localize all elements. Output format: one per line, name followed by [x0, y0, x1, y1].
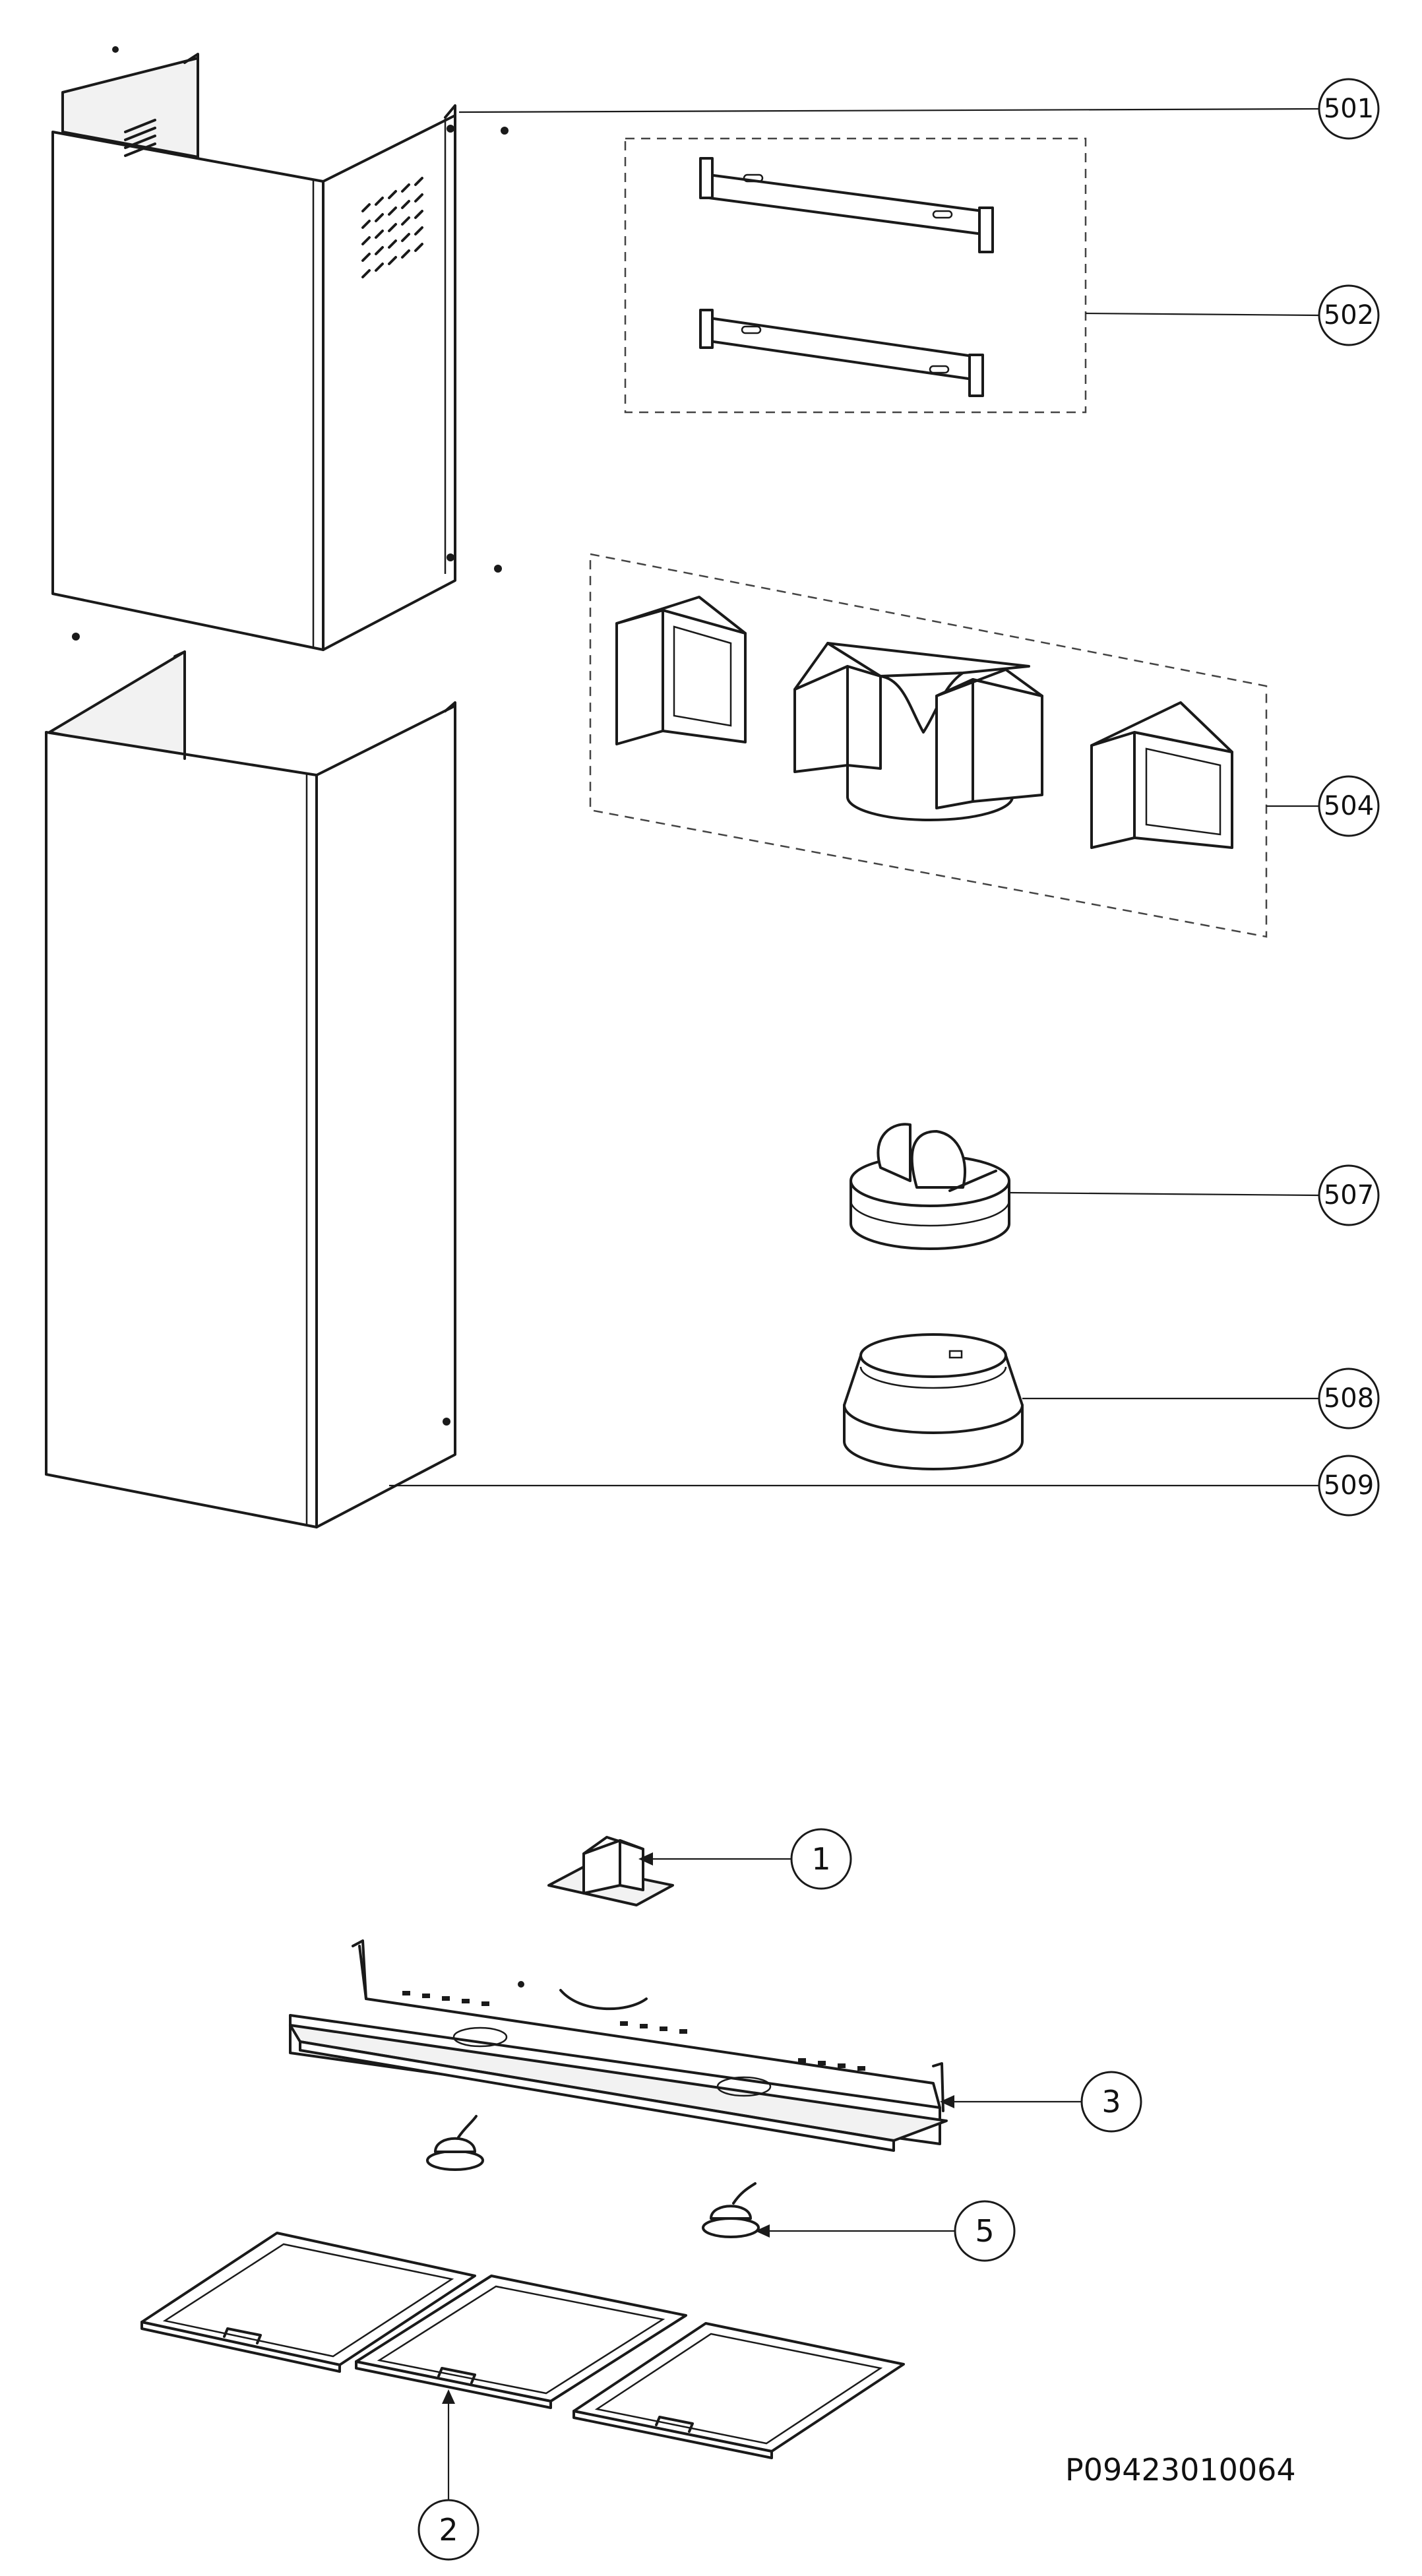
callout-502: 502: [1318, 284, 1380, 346]
callout-2: 2: [417, 2499, 479, 2561]
callout-3: 3: [1080, 2071, 1142, 2133]
svg-text:509: 509: [1324, 1470, 1374, 1501]
svg-text:3: 3: [1101, 2084, 1121, 2120]
callout-509: 509: [1318, 1455, 1380, 1517]
frame-slot-row: [402, 1981, 865, 2071]
part-3-frame-plate: [289, 1939, 948, 2152]
svg-text:2: 2: [439, 2512, 458, 2548]
svg-text:508: 508: [1324, 1383, 1374, 1414]
part-5-lamp-left: [426, 2115, 484, 2171]
duct-adapter-left: [615, 596, 747, 745]
part-509-lower-chimney: [45, 650, 456, 1528]
part-508-reducer: [843, 1333, 1024, 1470]
part-504-duct-set: [589, 553, 1268, 938]
vent-slots-left: [124, 119, 156, 157]
svg-text:501: 501: [1324, 94, 1374, 124]
callout-5: 5: [954, 2200, 1016, 2262]
callout-508: 508: [1318, 1367, 1380, 1429]
part-2-filter-center: [355, 2275, 687, 2409]
bracket-lower: [699, 309, 984, 397]
part-1-control-module: [547, 1836, 674, 1906]
svg-text:5: 5: [975, 2213, 994, 2249]
part-502-bracket-set: [624, 137, 1087, 414]
callout-501: 501: [1318, 78, 1380, 140]
part-507-backflow-valve: [850, 1123, 1010, 1250]
svg-text:1: 1: [811, 1841, 830, 1877]
leader-lines: [389, 108, 1320, 2500]
vent-slots-right: [361, 177, 423, 278]
part-501-upper-chimney: [51, 46, 509, 651]
document-code: P09423010064: [1065, 2452, 1296, 2488]
callout-504: 504: [1318, 775, 1380, 837]
part-2-filter-right: [572, 2322, 905, 2459]
callout-507: 507: [1318, 1164, 1380, 1226]
bracket-upper: [699, 157, 994, 253]
callout-1: 1: [790, 1828, 852, 1890]
duct-adapter-right: [1090, 701, 1233, 849]
duct-connector-center: [793, 642, 1043, 821]
svg-text:502: 502: [1324, 300, 1374, 330]
svg-text:507: 507: [1324, 1180, 1374, 1210]
part-5-lamp-right: [702, 2182, 760, 2238]
part-2-filter-left: [140, 2232, 476, 2373]
svg-text:504: 504: [1324, 791, 1374, 821]
